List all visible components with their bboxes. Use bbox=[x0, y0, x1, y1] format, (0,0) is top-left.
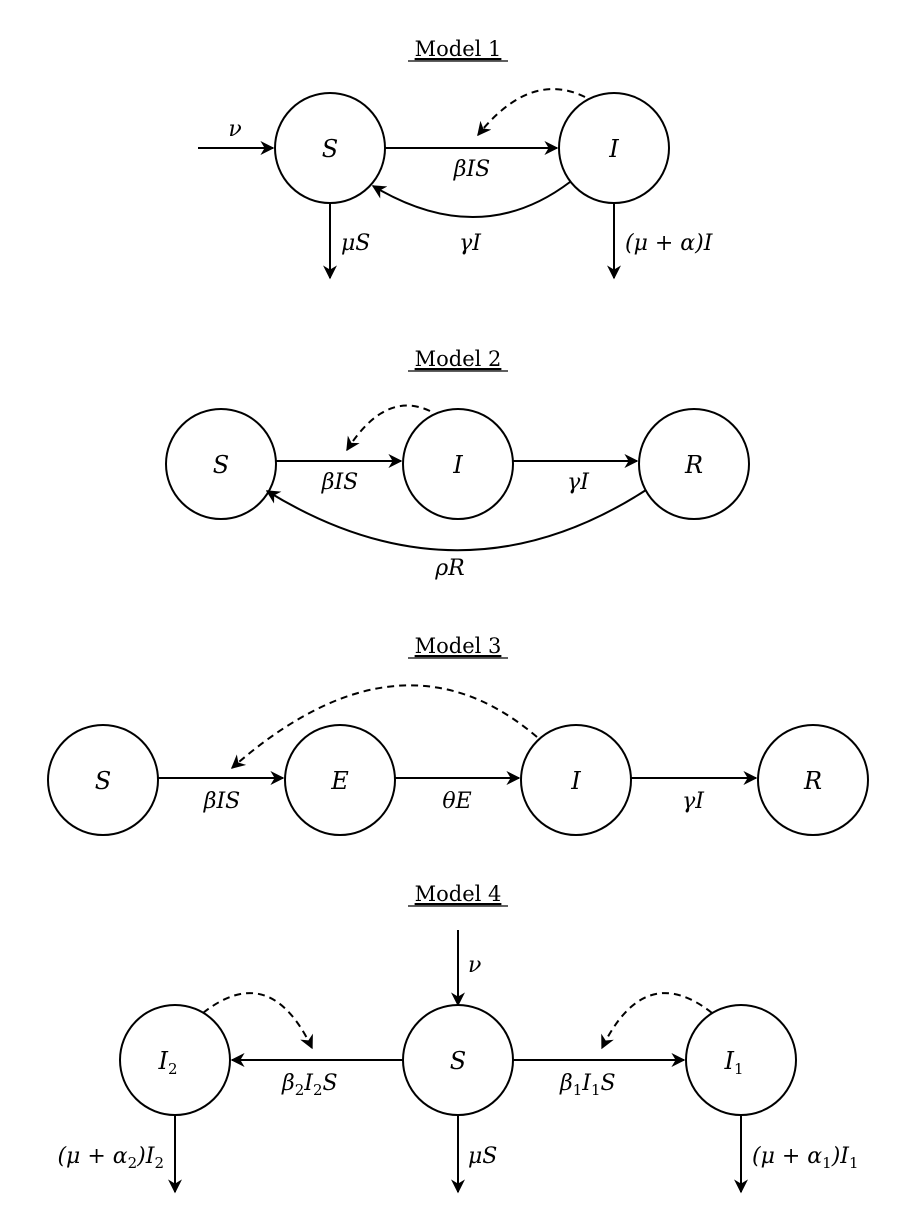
model-2: Model 2 S I R βIS γI ρR bbox=[165, 347, 750, 581]
m2-node-s-label: S bbox=[213, 451, 229, 479]
m4-node-i1-label: I1 bbox=[723, 1047, 743, 1078]
m4-s-death-label: μS bbox=[468, 1144, 497, 1169]
m2-infection-label: βIS bbox=[321, 470, 358, 495]
m4-feedback-1-dashed-arrow bbox=[601, 992, 713, 1050]
m2-node-s bbox=[165, 408, 277, 520]
model-4-title: Model 4 bbox=[415, 882, 502, 906]
m3-recovery-label: γI bbox=[682, 789, 705, 814]
model-3-title: Model 3 bbox=[415, 634, 502, 658]
m1-recovery-arrow bbox=[371, 181, 571, 218]
m3-node-s bbox=[47, 724, 159, 836]
m2-waning-arrow bbox=[265, 489, 647, 552]
m3-node-e-label: E bbox=[330, 767, 349, 795]
m2-waning-label: ρR bbox=[434, 556, 465, 581]
m4-birth-label: ν bbox=[468, 953, 481, 978]
m3-node-s-label: S bbox=[95, 767, 111, 795]
m3-node-i bbox=[520, 724, 632, 836]
m2-node-i bbox=[402, 408, 514, 520]
m3-node-i-label: I bbox=[570, 767, 581, 795]
m4-node-i2-label: I2 bbox=[157, 1047, 177, 1078]
m3-node-r-label: R bbox=[803, 767, 822, 795]
model-4: Model 4 ν I2 S I1 β2I2S β1I1S (μ + α2)I2… bbox=[57, 882, 859, 1194]
m1-node-i-label: I bbox=[608, 135, 619, 163]
m1-node-s-label: S bbox=[322, 135, 338, 163]
model-3: Model 3 S E I R βIS θE γI bbox=[47, 634, 869, 836]
m1-s-death-label: μS bbox=[341, 231, 370, 256]
m2-feedback-dashed-arrow bbox=[346, 404, 431, 452]
m1-i-death-label: (μ + α)I bbox=[625, 231, 714, 256]
m4-infection-1-label: β1I1S bbox=[559, 1071, 616, 1099]
model-2-title: Model 2 bbox=[415, 347, 502, 371]
m4-node-s-label: S bbox=[450, 1047, 466, 1075]
m4-i1-death-label: (μ + α1)I1 bbox=[752, 1144, 859, 1172]
m3-node-r bbox=[757, 724, 869, 836]
m4-infection-2-label: β2I2S bbox=[281, 1071, 338, 1099]
m2-node-r bbox=[638, 408, 750, 520]
model-1-title: Model 1 bbox=[415, 37, 502, 61]
m1-birth-label: ν bbox=[228, 117, 241, 142]
m4-feedback-2-dashed-arrow bbox=[202, 992, 313, 1050]
m2-recovery-label: γI bbox=[567, 470, 590, 495]
m3-node-e bbox=[284, 724, 396, 836]
m2-node-r-label: R bbox=[684, 451, 703, 479]
m3-incubation-label: θE bbox=[442, 789, 471, 814]
m1-recovery-label: γI bbox=[459, 231, 482, 256]
m1-infection-label: βIS bbox=[453, 157, 490, 182]
m1-feedback-dashed-arrow bbox=[477, 88, 586, 137]
m3-feedback-dashed-arrow bbox=[230, 684, 538, 769]
m2-node-i-label: I bbox=[452, 451, 463, 479]
model-1: Model 1 ν S I βIS γI μS (μ + α)I bbox=[198, 37, 714, 280]
m4-i2-death-label: (μ + α2)I2 bbox=[57, 1144, 164, 1172]
m3-infection-label: βIS bbox=[203, 789, 240, 814]
